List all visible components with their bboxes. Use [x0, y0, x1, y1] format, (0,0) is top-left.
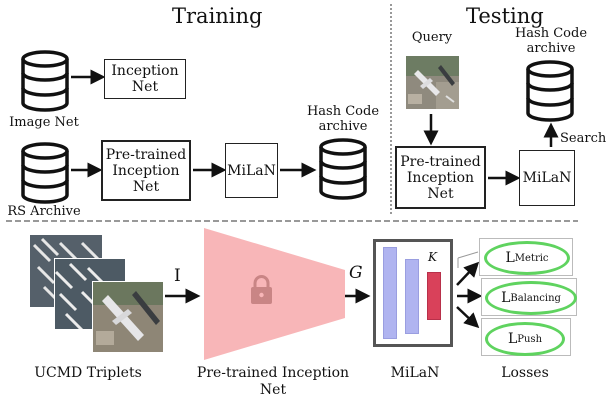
- hash-archive-label-train: Hash Code archive: [306, 104, 380, 134]
- milan-label-train: MiLaN: [227, 162, 276, 179]
- database-icon-imagenet: [21, 50, 69, 112]
- milan-box-test: MiLaN: [519, 150, 575, 206]
- milan-box-train: MiLaN: [225, 143, 278, 198]
- arrow-to-loss-push: [456, 306, 480, 329]
- milan-layer-2: [405, 259, 419, 334]
- milan-hash-layer: [427, 272, 441, 320]
- inception-net-label: Inception Net: [111, 63, 179, 95]
- database-icon-hash-test: [526, 60, 574, 122]
- inception-trapezoid: [204, 228, 345, 360]
- triplet-image-3: [92, 281, 164, 353]
- pretrained-inception-box-test: Pre-trained Inception Net: [395, 146, 486, 209]
- arrow-to-loss-metric: [456, 261, 480, 286]
- milan-label-bottom: MiLaN: [390, 365, 440, 381]
- database-icon-hash-train: [319, 138, 367, 200]
- testing-title: Testing: [466, 4, 544, 28]
- query-label: Query: [411, 30, 453, 45]
- lock-icon: [251, 275, 272, 304]
- image-net-label: Image Net: [9, 115, 79, 130]
- query-aerial-image: [406, 56, 459, 109]
- input-i-label: I: [174, 266, 181, 286]
- g-label: G: [349, 263, 363, 283]
- pretrained-inception-box-train: Pre-trained Inception Net: [101, 140, 191, 201]
- milan-layer-1: [383, 247, 397, 339]
- training-title: Training: [172, 4, 263, 28]
- pretrained-inception-label-test: Pre-trained Inception Net: [400, 153, 481, 202]
- milan-network-box: K: [373, 239, 453, 347]
- pretrained-inception-label-train: Pre-trained Inception Net: [105, 146, 187, 195]
- losses-label: Losses: [501, 365, 549, 381]
- hash-archive-label-test: Hash Code archive: [514, 26, 588, 56]
- ucmd-triplets-label: UCMD Triplets: [34, 365, 142, 381]
- database-icon-rs-archive: [21, 142, 69, 204]
- milan-label-test: MiLaN: [522, 170, 572, 186]
- inception-net-box: Inception Net: [104, 59, 186, 99]
- search-label: Search: [560, 131, 607, 146]
- pretrained-inception-label-bottom: Pre-trained Inception Net: [196, 365, 350, 398]
- rs-archive-label: RS Archive: [7, 204, 81, 219]
- k-label: K: [428, 250, 437, 264]
